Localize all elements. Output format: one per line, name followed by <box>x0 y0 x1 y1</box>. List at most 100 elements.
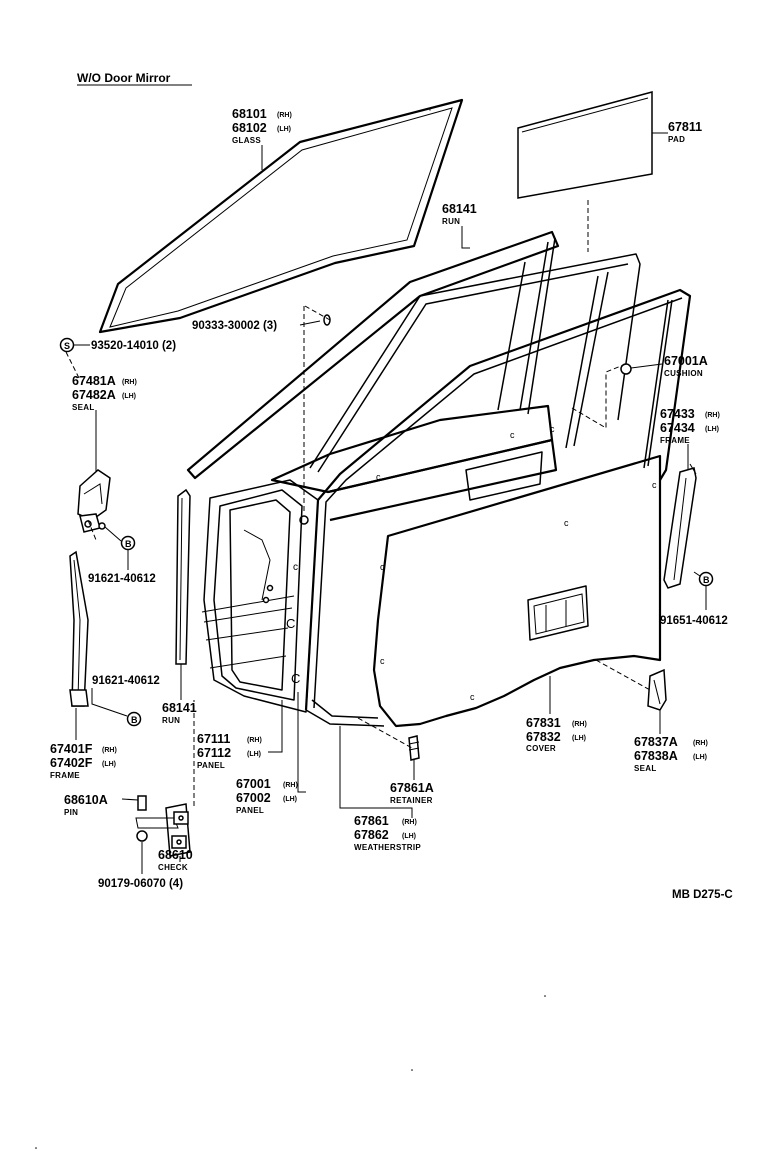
svg-text:67434: 67434 <box>660 421 695 435</box>
svg-text:(RH): (RH) <box>705 412 720 419</box>
front-frame-drawing <box>69 550 89 707</box>
check-bolt-icon <box>136 830 148 842</box>
callout-screw-glass: 90333-30002 (3) <box>192 320 277 332</box>
door-glass-drawing <box>98 98 464 334</box>
svg-text:c: c <box>652 480 657 490</box>
callout-pin: 68610A PIN <box>64 793 108 817</box>
svg-text:91621-40612: 91621-40612 <box>88 573 156 585</box>
weatherstrip-drawing <box>304 288 692 727</box>
svg-text:67481A: 67481A <box>72 374 116 388</box>
inner-panel-drawing: C C c <box>201 479 319 713</box>
svg-text:68102: 68102 <box>232 121 267 135</box>
svg-text:RUN: RUN <box>442 217 460 226</box>
svg-text:91651-40612: 91651-40612 <box>660 615 728 627</box>
svg-text:(RH): (RH) <box>402 819 417 826</box>
svg-text:FRAME: FRAME <box>50 771 80 780</box>
svg-text:SEAL: SEAL <box>72 403 95 412</box>
retainer-drawing <box>408 735 420 761</box>
callout-cushion: 67001A CUSHION <box>664 354 708 378</box>
svg-text:RETAINER: RETAINER <box>390 796 433 805</box>
callout-glass: 68101 (RH) 68102 (LH) GLASS <box>232 107 292 145</box>
callout-check: 68610 CHECK <box>158 848 193 872</box>
svg-text:67862: 67862 <box>354 828 389 842</box>
callout-bolt-left-upper: 91621-40612 <box>88 573 156 585</box>
svg-text:c: c <box>293 562 298 573</box>
door-trim-cover-drawing: c c c c c <box>372 454 662 728</box>
svg-text:67111: 67111 <box>197 732 230 746</box>
svg-text:68101: 68101 <box>232 107 267 121</box>
svg-text:(RH): (RH) <box>247 737 262 744</box>
svg-text:(LH): (LH) <box>693 754 707 761</box>
svg-text:PAD: PAD <box>668 135 685 144</box>
callout-clip: 93520-14010 (2) <box>91 340 176 352</box>
svg-text:93520-14010 (2): 93520-14010 (2) <box>91 340 176 352</box>
svg-text:PANEL: PANEL <box>236 806 264 815</box>
svg-text:(LH): (LH) <box>705 426 719 433</box>
svg-text:B: B <box>125 539 132 549</box>
svg-text:67861A: 67861A <box>390 781 434 795</box>
svg-text:c: c <box>376 472 381 482</box>
callout-seal-upper: 67481A (RH) 67482A (LH) SEAL <box>72 374 137 412</box>
bolt-b-marker-icon-1 <box>120 535 136 551</box>
svg-text:GLASS: GLASS <box>232 136 261 145</box>
glass-run-upper-drawing <box>186 230 560 480</box>
lower-seal-drawing <box>647 668 667 711</box>
door-check-drawing <box>135 795 191 857</box>
svg-text:67001: 67001 <box>236 777 271 791</box>
seal-bolt-icon <box>98 522 106 530</box>
svg-text:(LH): (LH) <box>572 735 586 742</box>
header-title: W/O Door Mirror <box>77 71 171 85</box>
upper-seal-drawing <box>77 469 111 533</box>
svg-text:c: c <box>380 562 385 572</box>
clip-s-marker-icon <box>59 337 75 353</box>
bolt-b-marker-icon-3 <box>126 711 142 727</box>
svg-text:c: c <box>380 656 385 666</box>
callout-weatherstrip: 67861 (RH) 67862 (LH) WEATHERSTRIP <box>354 814 421 852</box>
svg-text:(LH): (LH) <box>247 751 261 758</box>
diagram-header: W/O Door Mirror <box>77 71 192 86</box>
svg-text:67433: 67433 <box>660 407 695 421</box>
svg-text:(RH): (RH) <box>102 747 117 754</box>
svg-text:B: B <box>703 575 710 585</box>
rear-frame-drawing <box>663 463 697 589</box>
svg-text:c: c <box>510 430 515 440</box>
svg-text:67001A: 67001A <box>664 354 708 368</box>
svg-text:67002: 67002 <box>236 791 271 805</box>
svg-text:91621-40612: 91621-40612 <box>92 675 160 687</box>
callout-retainer: 67861A RETAINER <box>390 781 434 805</box>
callout-frame-front: 67401F (RH) 67402F (LH) FRAME <box>50 742 117 780</box>
svg-text:67861: 67861 <box>354 814 389 828</box>
svg-text:COVER: COVER <box>526 744 556 753</box>
svg-text:67402F: 67402F <box>50 756 93 770</box>
svg-text:67112: 67112 <box>197 746 231 760</box>
svg-text:67832: 67832 <box>526 730 561 744</box>
svg-text:67811: 67811 <box>668 120 702 134</box>
svg-text:C: C <box>286 616 295 631</box>
glass-run-lower-drawing <box>175 488 191 665</box>
callout-run-lower: 68141 RUN <box>162 701 197 725</box>
svg-text:C: C <box>291 671 300 686</box>
svg-text:CHECK: CHECK <box>158 863 188 872</box>
svg-text:68141: 68141 <box>162 701 197 715</box>
fasteners: S B B B <box>59 314 714 842</box>
svg-text:c: c <box>470 692 475 702</box>
callout-bolt-check: 90179-06070 (4) <box>98 878 183 890</box>
svg-text:(LH): (LH) <box>122 393 136 400</box>
callout-pad: 67811 PAD <box>668 120 702 144</box>
svg-text:90179-06070 (4): 90179-06070 (4) <box>98 878 183 890</box>
diagram-code: MB D275-C <box>672 889 733 901</box>
svg-text:(RH): (RH) <box>122 379 137 386</box>
svg-text:B: B <box>131 715 138 725</box>
svg-text:S: S <box>64 341 70 351</box>
callout-seal-lower: 67837A (RH) 67838A (LH) SEAL <box>634 735 708 773</box>
svg-text:(LH): (LH) <box>102 761 116 768</box>
svg-text:(LH): (LH) <box>283 796 297 803</box>
svg-text:WEATHERSTRIP: WEATHERSTRIP <box>354 843 421 852</box>
svg-text:68610A: 68610A <box>64 793 108 807</box>
svg-text:(RH): (RH) <box>277 112 292 119</box>
svg-text:(LH): (LH) <box>277 126 291 133</box>
callout-cover: 67831 (RH) 67832 (LH) COVER <box>526 716 587 753</box>
door-panel-drawing: c c c <box>270 253 641 525</box>
pad-drawing <box>517 91 653 199</box>
